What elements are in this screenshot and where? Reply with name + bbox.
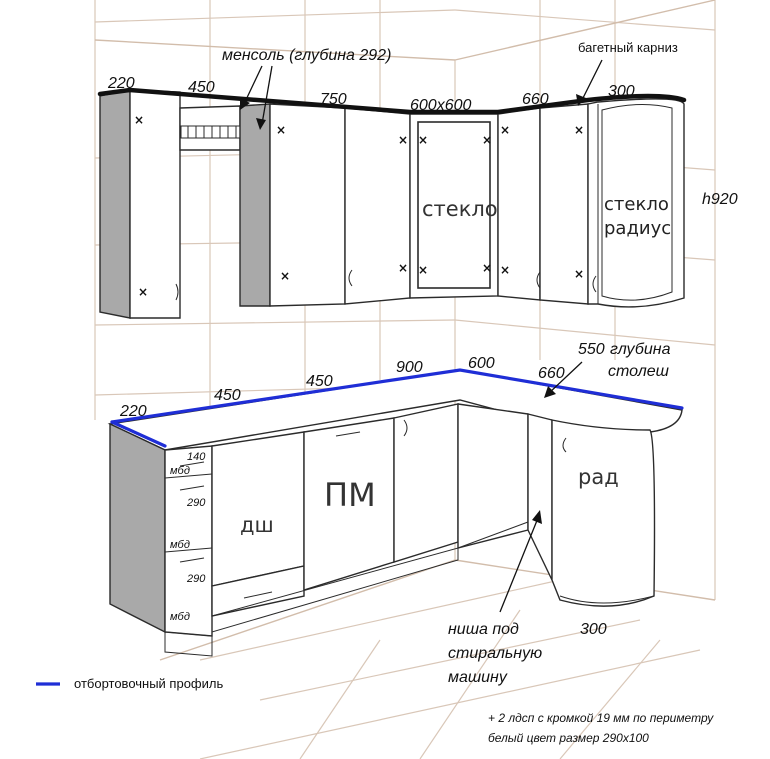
svg-text:×: × (138, 285, 148, 299)
dim-drawer-140: 140 (187, 451, 206, 463)
label-glass: стекло (422, 197, 498, 221)
dim-lower-450a: 450 (214, 387, 241, 404)
dim-upper-750: 750 (320, 91, 347, 108)
radius-base-cabinet (551, 419, 656, 607)
legend-text: отбортовочный профиль (74, 676, 223, 691)
upper-radius-cabinet (587, 98, 685, 308)
dim-lower-660: 660 (538, 365, 565, 382)
note-line-1: + 2 лдсп с кромкой 19 мм по периметру (488, 711, 714, 725)
svg-text:×: × (276, 123, 286, 137)
svg-text:×: × (398, 133, 408, 147)
dim-lower-220: 220 (119, 403, 147, 420)
dim-lower-450b: 450 (306, 373, 333, 390)
svg-text:×: × (500, 263, 510, 277)
lower-door-900 (393, 403, 459, 563)
svg-text:×: × (574, 123, 584, 137)
hinge-marks: × × × × × × × × × × × × × × (134, 113, 584, 299)
lower-left-side-panel (109, 422, 166, 634)
svg-text:×: × (134, 113, 144, 127)
label-glass-radius-2: радиус (604, 218, 671, 239)
svg-text:×: × (280, 269, 290, 283)
dim-lower-600: 600 (468, 355, 495, 372)
label-radius: рад (578, 465, 619, 489)
lower-cabinets (107, 368, 684, 657)
legend: отбортовочный профиль (36, 676, 223, 691)
note-line-2: белый цвет размер 290х100 (488, 731, 649, 745)
label-niche-2: стиральную (448, 645, 542, 662)
label-oven: ПМ (324, 476, 376, 514)
label-mbd-1: мбд (170, 465, 190, 477)
label-glass-radius-1: стекло (604, 194, 669, 215)
dim-drawer-290a: 290 (186, 497, 206, 509)
svg-text:×: × (418, 263, 428, 277)
label-dishwasher: дш (240, 513, 274, 537)
label-niche-1: ниша под (448, 621, 519, 638)
pointer-arrows (240, 59, 603, 613)
dimension-labels: 220 450 750 600x600 660 300 h920 220 450… (107, 75, 738, 638)
notes: + 2 лдсп с кромкой 19 мм по периметру бе… (488, 711, 714, 745)
component-labels: менсоль (глубина 292) багетный карниз ст… (222, 40, 678, 686)
radius-glass-frame (601, 103, 673, 301)
wall-tile-grid (94, 0, 716, 759)
dim-lower-900: 900 (396, 359, 423, 376)
dim-bottom-300: 300 (580, 621, 607, 638)
dim-upper-450: 450 (188, 79, 215, 96)
upper-inner-side-panel (239, 103, 271, 307)
dishwasher-drawer (211, 565, 305, 617)
label-mbd-3: мбд (170, 611, 190, 623)
upper-handles (175, 269, 597, 301)
dim-height: h920 (702, 191, 738, 208)
upper-left-side-panel (99, 89, 131, 319)
dim-upper-600x600: 600x600 (410, 97, 471, 114)
profile-left-edge (110, 420, 167, 448)
cornice-line (97, 87, 687, 115)
glass-panel-frame (417, 121, 491, 289)
svg-text:×: × (482, 261, 492, 275)
label-depth-1: глубина (610, 341, 671, 358)
washer-niche (527, 413, 553, 581)
label-mbd-2: мбд (170, 539, 190, 551)
svg-text:×: × (500, 123, 510, 137)
label-mensole: менсоль (глубина 292) (222, 47, 391, 64)
upper-cabinets: × × × × × × × × × × × × × × (97, 87, 687, 319)
dim-upper-220: 220 (107, 75, 135, 92)
dishwasher-panel (211, 431, 305, 587)
label-niche-3: машину (448, 669, 508, 686)
svg-text:×: × (418, 133, 428, 147)
svg-text:×: × (574, 267, 584, 281)
svg-text:×: × (398, 261, 408, 275)
dim-drawer-290b: 290 (186, 573, 206, 585)
dim-upper-300: 300 (608, 83, 635, 100)
profile-back-edge (110, 368, 684, 424)
label-cornice: багетный карниз (578, 40, 678, 55)
dim-lower-550: 550 (578, 341, 605, 358)
dim-upper-660: 660 (522, 91, 549, 108)
label-depth-2: столеш (608, 363, 669, 380)
svg-text:×: × (482, 133, 492, 147)
